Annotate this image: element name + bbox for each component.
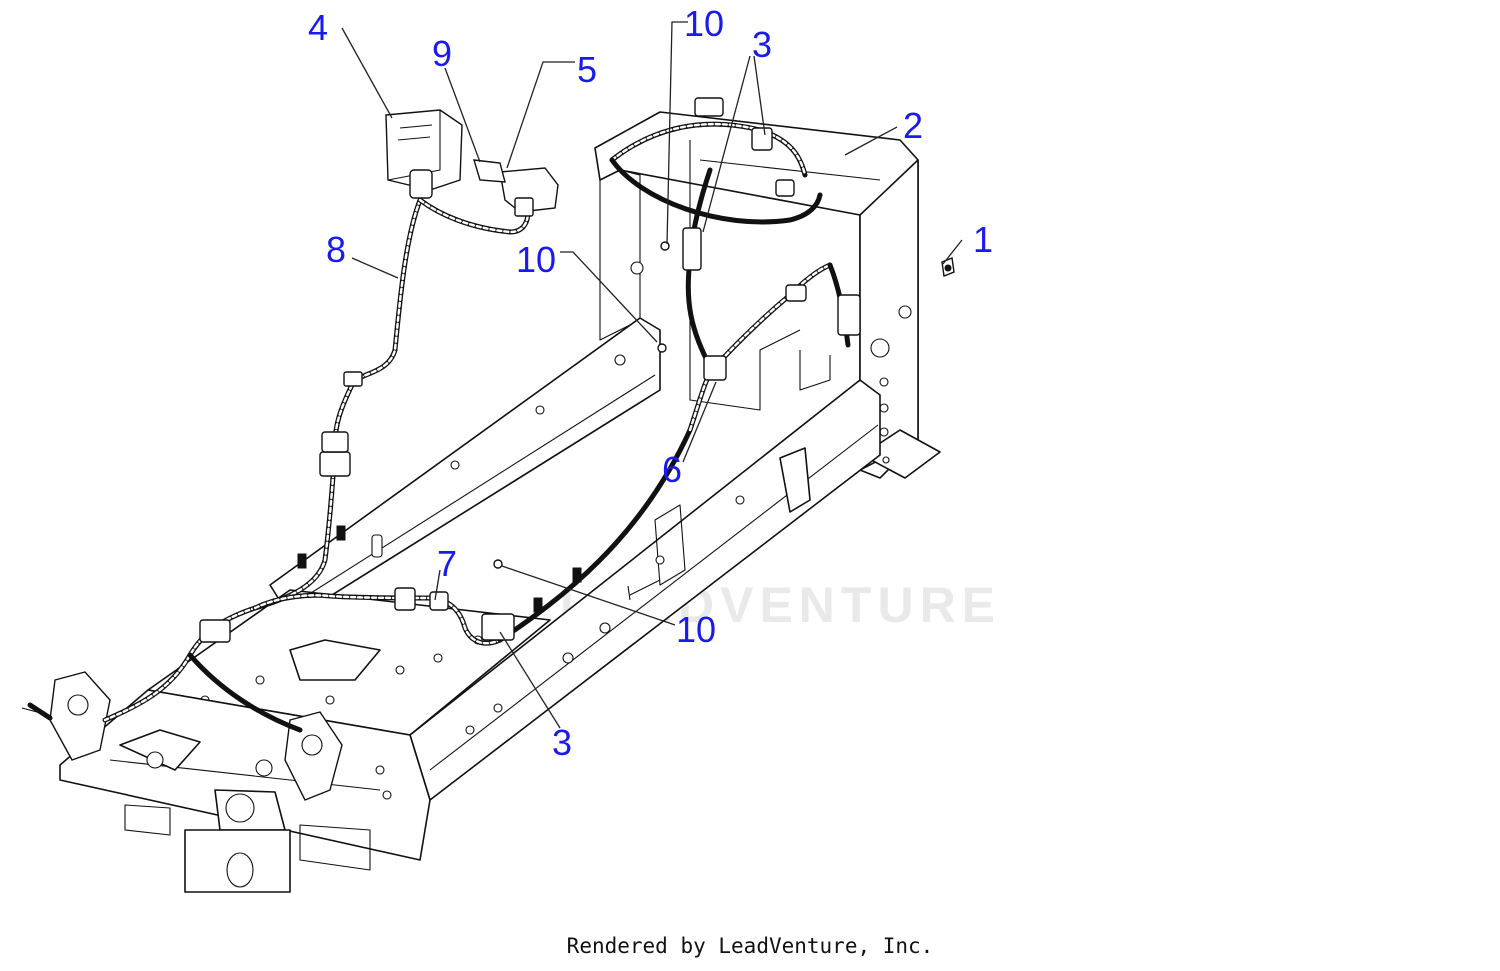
callout-6: 6: [662, 449, 682, 490]
front-frame: [59, 589, 551, 893]
front-brackets: [21, 671, 343, 801]
callout-7: 7: [437, 543, 457, 584]
callouts: 1 2 3 3 4 5 6 7 8 9 10 10 10: [308, 3, 993, 763]
callout-10-top: 10: [684, 3, 724, 44]
components: [199, 97, 955, 643]
callout-10-middle: 10: [516, 239, 556, 280]
wiring-harness: [102, 121, 851, 733]
callout-8: 8: [326, 229, 346, 270]
callout-10-bottom: 10: [676, 609, 716, 650]
callout-9: 9: [432, 33, 452, 74]
leader-lines: [341, 21, 963, 729]
render-credit: Rendered by LeadVenture, Inc.: [566, 934, 934, 958]
callout-3-bottom: 3: [552, 722, 572, 763]
callout-5: 5: [577, 49, 597, 90]
rear-frame-tower: [594, 111, 941, 479]
callout-3-top: 3: [752, 24, 772, 65]
callout-1: 1: [973, 219, 993, 260]
callout-4: 4: [308, 7, 328, 48]
callout-2: 2: [903, 105, 923, 146]
